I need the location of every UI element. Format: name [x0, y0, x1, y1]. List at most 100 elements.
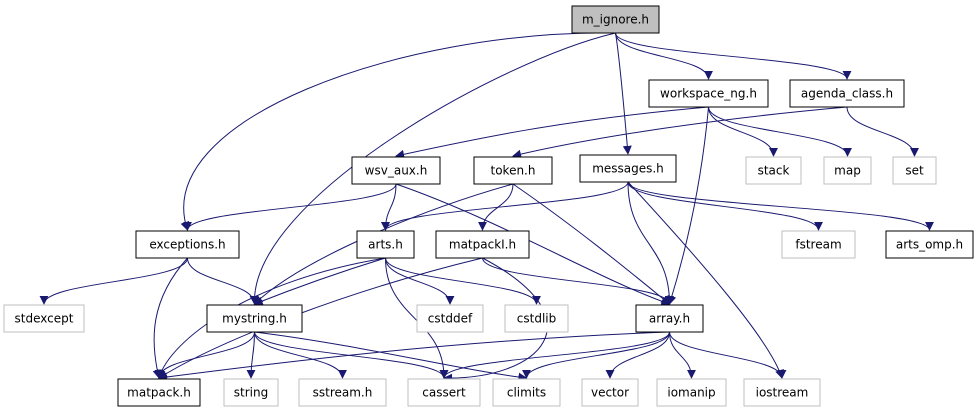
node-token[interactable]: token.h	[473, 156, 553, 185]
node-label-climits: climits	[507, 386, 546, 400]
edge-m_ignore-to-agenda_class	[615, 32, 852, 80]
edge-m_ignore-to-exceptions	[180, 32, 616, 231]
edge-wsv_aux-to-exceptions	[183, 183, 397, 231]
node-messages[interactable]: messages.h	[579, 154, 677, 183]
edge-matpackI-to-array	[482, 257, 674, 305]
edge-workspace_ng-to-wsv_aux	[395, 106, 709, 159]
node-array[interactable]: array.h	[635, 304, 704, 333]
node-label-iostream: iostream	[756, 386, 809, 400]
edge-agenda_class-to-token	[512, 106, 848, 159]
node-vector: vector	[581, 378, 639, 407]
node-box-workspace_ng	[648, 79, 769, 108]
node-box-wsv_aux	[351, 156, 441, 185]
node-sstream: sstream.h	[298, 378, 387, 407]
node-wsv_aux[interactable]: wsv_aux.h	[351, 156, 441, 185]
edge-messages-to-iostream	[627, 181, 784, 379]
node-box-vector	[581, 378, 639, 407]
node-label-string: string	[234, 386, 268, 400]
edge-array-to-iomanip	[669, 331, 696, 379]
edge-array-to-vector	[605, 331, 670, 379]
node-label-set: set	[905, 164, 924, 178]
edge-messages-to-arts	[381, 181, 629, 231]
node-box-agenda_class	[789, 79, 905, 108]
node-workspace_ng[interactable]: workspace_ng.h	[648, 79, 769, 108]
node-cstdlib: cstdlib	[504, 304, 569, 333]
edge-workspace_ng-to-stack	[708, 106, 778, 157]
edge-exceptions-to-matpack	[152, 257, 188, 379]
edge-token-to-array	[512, 183, 671, 305]
node-set: set	[892, 156, 937, 185]
edge-array-to-iostream	[669, 331, 787, 379]
edge-array-to-matpack	[158, 331, 670, 382]
node-matpack[interactable]: matpack.h	[117, 378, 201, 407]
node-mystring[interactable]: mystring.h	[206, 304, 303, 333]
edge-arts-to-cstddef	[385, 257, 455, 305]
node-box-arts	[356, 230, 415, 259]
node-label-vector: vector	[591, 386, 629, 400]
node-label-token: token.h	[491, 164, 536, 178]
node-stdexcept: stdexcept	[3, 304, 85, 333]
node-box-iostream	[743, 378, 821, 407]
node-label-stack: stack	[758, 164, 790, 178]
node-label-matpack: matpack.h	[127, 386, 191, 400]
node-climits: climits	[492, 378, 561, 407]
node-label-m_ignore: m_ignore.h	[582, 13, 649, 27]
node-cstddef: cstddef	[416, 304, 484, 333]
edge-workspace_ng-to-map	[708, 106, 852, 157]
edge-mystring-to-string	[246, 331, 256, 379]
node-stack: stack	[745, 156, 802, 185]
node-exceptions[interactable]: exceptions.h	[135, 230, 240, 259]
node-box-arts_omp	[885, 230, 974, 259]
node-label-messages: messages.h	[592, 162, 664, 176]
edge-mystring-to-sstream	[254, 331, 347, 379]
node-box-array	[635, 304, 704, 333]
edge-matpackI-to-cassert	[443, 257, 548, 383]
edge-agenda_class-to-set	[846, 106, 919, 157]
edge-arts-to-mystring	[253, 257, 386, 306]
node-box-exceptions	[135, 230, 240, 259]
node-box-messages	[579, 154, 677, 183]
edge-m_ignore-to-mystring	[249, 32, 616, 305]
node-label-map: map	[834, 164, 861, 178]
node-string: string	[223, 378, 279, 407]
node-label-iomanip: iomanip	[667, 386, 715, 400]
node-agenda_class[interactable]: agenda_class.h	[789, 79, 905, 108]
node-arts[interactable]: arts.h	[356, 230, 415, 259]
node-label-arts_omp: arts_omp.h	[896, 238, 963, 252]
node-label-sstream: sstream.h	[313, 386, 373, 400]
node-box-matpackI	[435, 230, 530, 259]
node-box-sstream	[298, 378, 387, 407]
node-iostream: iostream	[743, 378, 821, 407]
node-fstream: fstream	[781, 230, 856, 259]
edge-m_ignore-to-messages	[615, 32, 632, 155]
node-arts_omp[interactable]: arts_omp.h	[885, 230, 974, 259]
node-box-matpack	[117, 378, 201, 407]
node-matpackI[interactable]: matpackI.h	[435, 230, 530, 259]
node-box-stack	[745, 156, 802, 185]
node-box-set	[892, 156, 937, 185]
node-label-cstddef: cstddef	[428, 312, 473, 326]
edge-arts-to-cassert	[385, 257, 449, 379]
node-map: map	[823, 156, 872, 185]
node-box-cstdlib	[504, 304, 569, 333]
node-box-string	[223, 378, 279, 407]
node-label-stdexcept: stdexcept	[15, 312, 74, 326]
edge-messages-to-arts_omp	[627, 181, 934, 231]
edge-exceptions-to-mystring	[187, 257, 259, 305]
edge-array-to-climits	[522, 331, 670, 379]
edge-m_ignore-to-workspace_ng	[615, 32, 713, 80]
edge-messages-to-array	[627, 181, 674, 305]
node-label-matpackI: matpackI.h	[449, 238, 516, 252]
node-label-arts: arts.h	[368, 238, 403, 252]
node-m_ignore[interactable]: m_ignore.h	[571, 5, 660, 34]
edge-wsv_aux-to-array	[395, 183, 671, 306]
nodes-layer: m_ignore.h workspace_ng.h agenda_class.hws…	[3, 5, 974, 407]
node-box-mystring	[206, 304, 303, 333]
node-box-token	[473, 156, 553, 185]
edge-exceptions-to-stdexcept	[39, 257, 188, 305]
node-label-agenda_class: agenda_class.h	[801, 87, 893, 101]
node-box-iomanip	[656, 378, 727, 407]
edge-array-to-cassert	[439, 331, 670, 379]
edge-mystring-to-climits	[254, 331, 528, 382]
